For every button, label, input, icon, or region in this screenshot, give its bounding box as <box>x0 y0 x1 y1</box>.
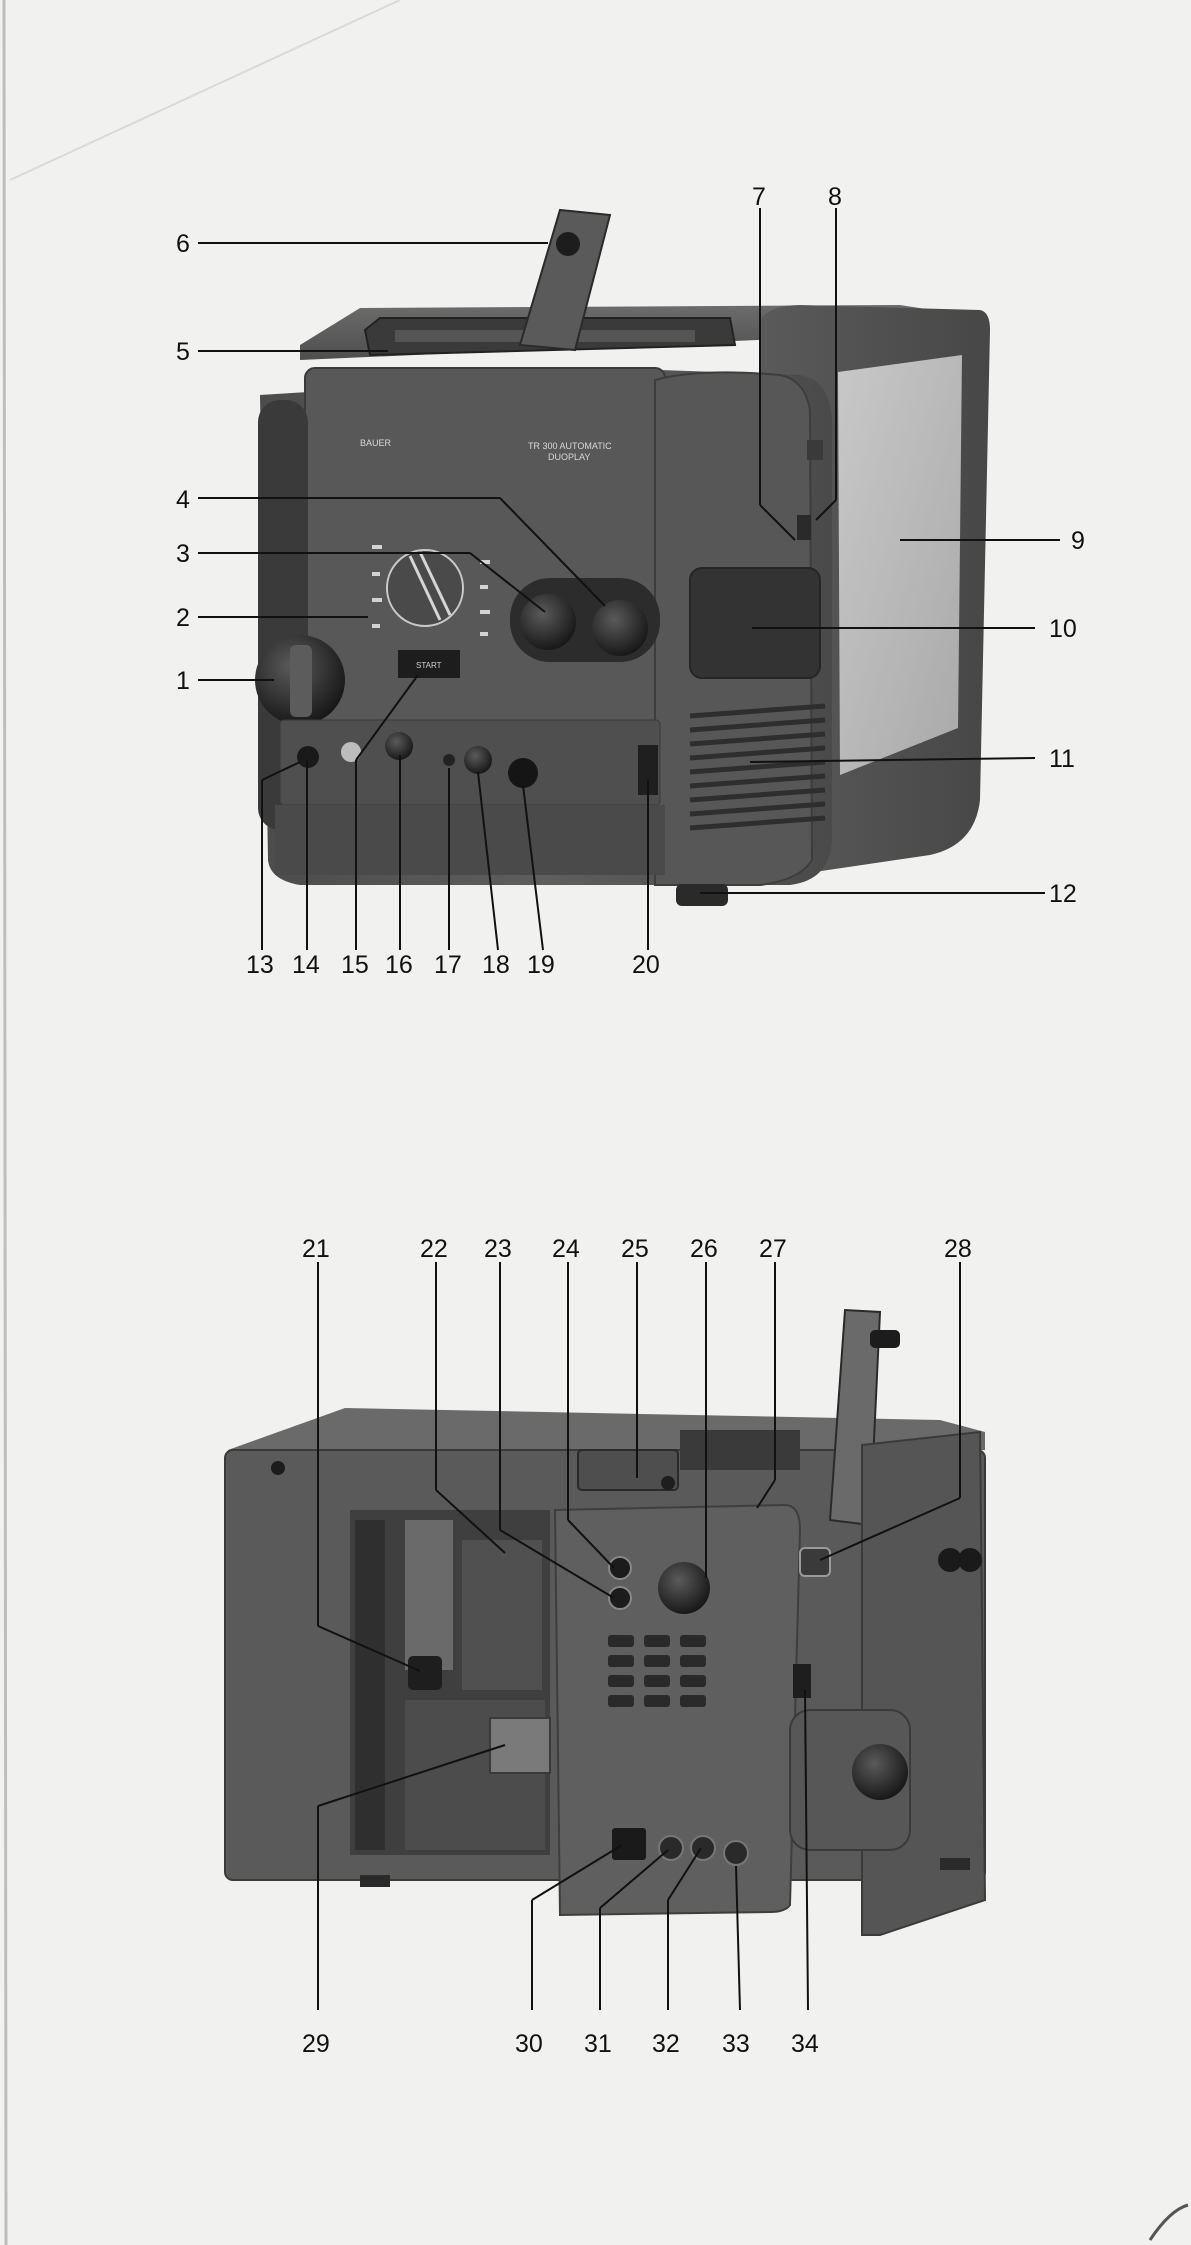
rear-screw <box>271 1461 285 1475</box>
rear-view-projector <box>225 1310 985 1935</box>
callout-3: 3 <box>176 540 190 568</box>
rear-side-dial-2 <box>958 1548 982 1572</box>
frame-knob[interactable] <box>520 594 576 650</box>
callout-23: 23 <box>484 1235 512 1263</box>
compartment-slot-3 <box>462 1540 542 1690</box>
film-channel-screw <box>661 1476 675 1490</box>
brand-label: BAUER <box>360 438 392 448</box>
control-17-button[interactable] <box>443 754 455 766</box>
callout-26: 26 <box>690 1235 718 1263</box>
callout-1: 1 <box>176 667 190 695</box>
rear-foot-left <box>360 1875 390 1887</box>
control-14-lamp[interactable] <box>341 742 361 762</box>
model-sub-label: DUOPLAY <box>548 452 590 462</box>
callout-28: 28 <box>944 1235 972 1263</box>
callout-14: 14 <box>292 951 320 979</box>
callout-24: 24 <box>552 1235 580 1263</box>
rear-threaded-knob[interactable] <box>800 1548 830 1576</box>
start-display-text: START <box>416 661 442 670</box>
callout-27: 27 <box>759 1235 787 1263</box>
corner-mark <box>1150 2205 1188 2240</box>
callout-30: 30 <box>515 2030 543 2058</box>
rear-reel-arm-spindle <box>870 1330 900 1348</box>
jack-24[interactable] <box>609 1557 631 1579</box>
compartment-slot-1 <box>355 1520 385 1850</box>
side-window <box>690 568 820 678</box>
rear-side-knob <box>852 1744 908 1800</box>
model-label: TR 300 AUTOMATIC <box>528 441 612 451</box>
control-18-knob[interactable] <box>464 746 492 774</box>
lamp-holder[interactable] <box>490 1718 550 1773</box>
control-19-knob[interactable] <box>508 758 538 788</box>
callout-11: 11 <box>1049 745 1075 773</box>
reel-arm-spindle <box>556 232 580 256</box>
film-path-stripes <box>680 1430 800 1470</box>
callout-6: 6 <box>176 230 190 258</box>
page-crease <box>10 0 400 180</box>
page-edge <box>4 0 6 2245</box>
callout-34: 34 <box>791 2030 819 2058</box>
callout-15: 15 <box>341 951 369 979</box>
callout-17: 17 <box>434 951 462 979</box>
side-tab-7 <box>797 515 811 540</box>
rear-knob-26[interactable] <box>658 1562 710 1614</box>
callout-7: 7 <box>752 183 766 211</box>
callout-19: 19 <box>527 951 555 979</box>
callout-22: 22 <box>420 1235 448 1263</box>
focus-knob[interactable] <box>592 600 648 656</box>
rewind-knob-grip <box>290 645 312 717</box>
front-view-projector: BAUER TR 300 AUTOMATIC DUOPLAY START <box>255 210 990 906</box>
bottom-ledge <box>275 805 665 875</box>
rear-switch[interactable] <box>408 1656 442 1690</box>
callout-13: 13 <box>246 951 274 979</box>
compartment-slot-2 <box>405 1520 453 1670</box>
callout-8: 8 <box>828 183 842 211</box>
socket-31[interactable] <box>659 1836 683 1860</box>
callout-16: 16 <box>385 951 413 979</box>
callout-25: 25 <box>621 1235 649 1263</box>
callout-29: 29 <box>302 2030 330 2058</box>
socket-33[interactable] <box>724 1841 748 1865</box>
power-socket[interactable] <box>612 1828 646 1860</box>
callout-9: 9 <box>1071 527 1085 555</box>
callout-21: 21 <box>302 1235 330 1263</box>
callout-32: 32 <box>652 2030 680 2058</box>
callout-4: 4 <box>176 486 190 514</box>
callout-10: 10 <box>1049 615 1077 643</box>
rear-switch-34[interactable] <box>793 1664 811 1698</box>
callout-12: 12 <box>1049 880 1077 908</box>
callout-5: 5 <box>176 338 190 366</box>
callout-33: 33 <box>722 2030 750 2058</box>
callout-20: 20 <box>632 951 660 979</box>
rear-projection-screen <box>838 355 962 775</box>
foot <box>676 884 728 906</box>
side-tab-8 <box>807 440 823 460</box>
rear-foot-right <box>940 1858 970 1870</box>
callout-18: 18 <box>482 951 510 979</box>
callout-2: 2 <box>176 604 190 632</box>
callout-31: 31 <box>584 2030 612 2058</box>
